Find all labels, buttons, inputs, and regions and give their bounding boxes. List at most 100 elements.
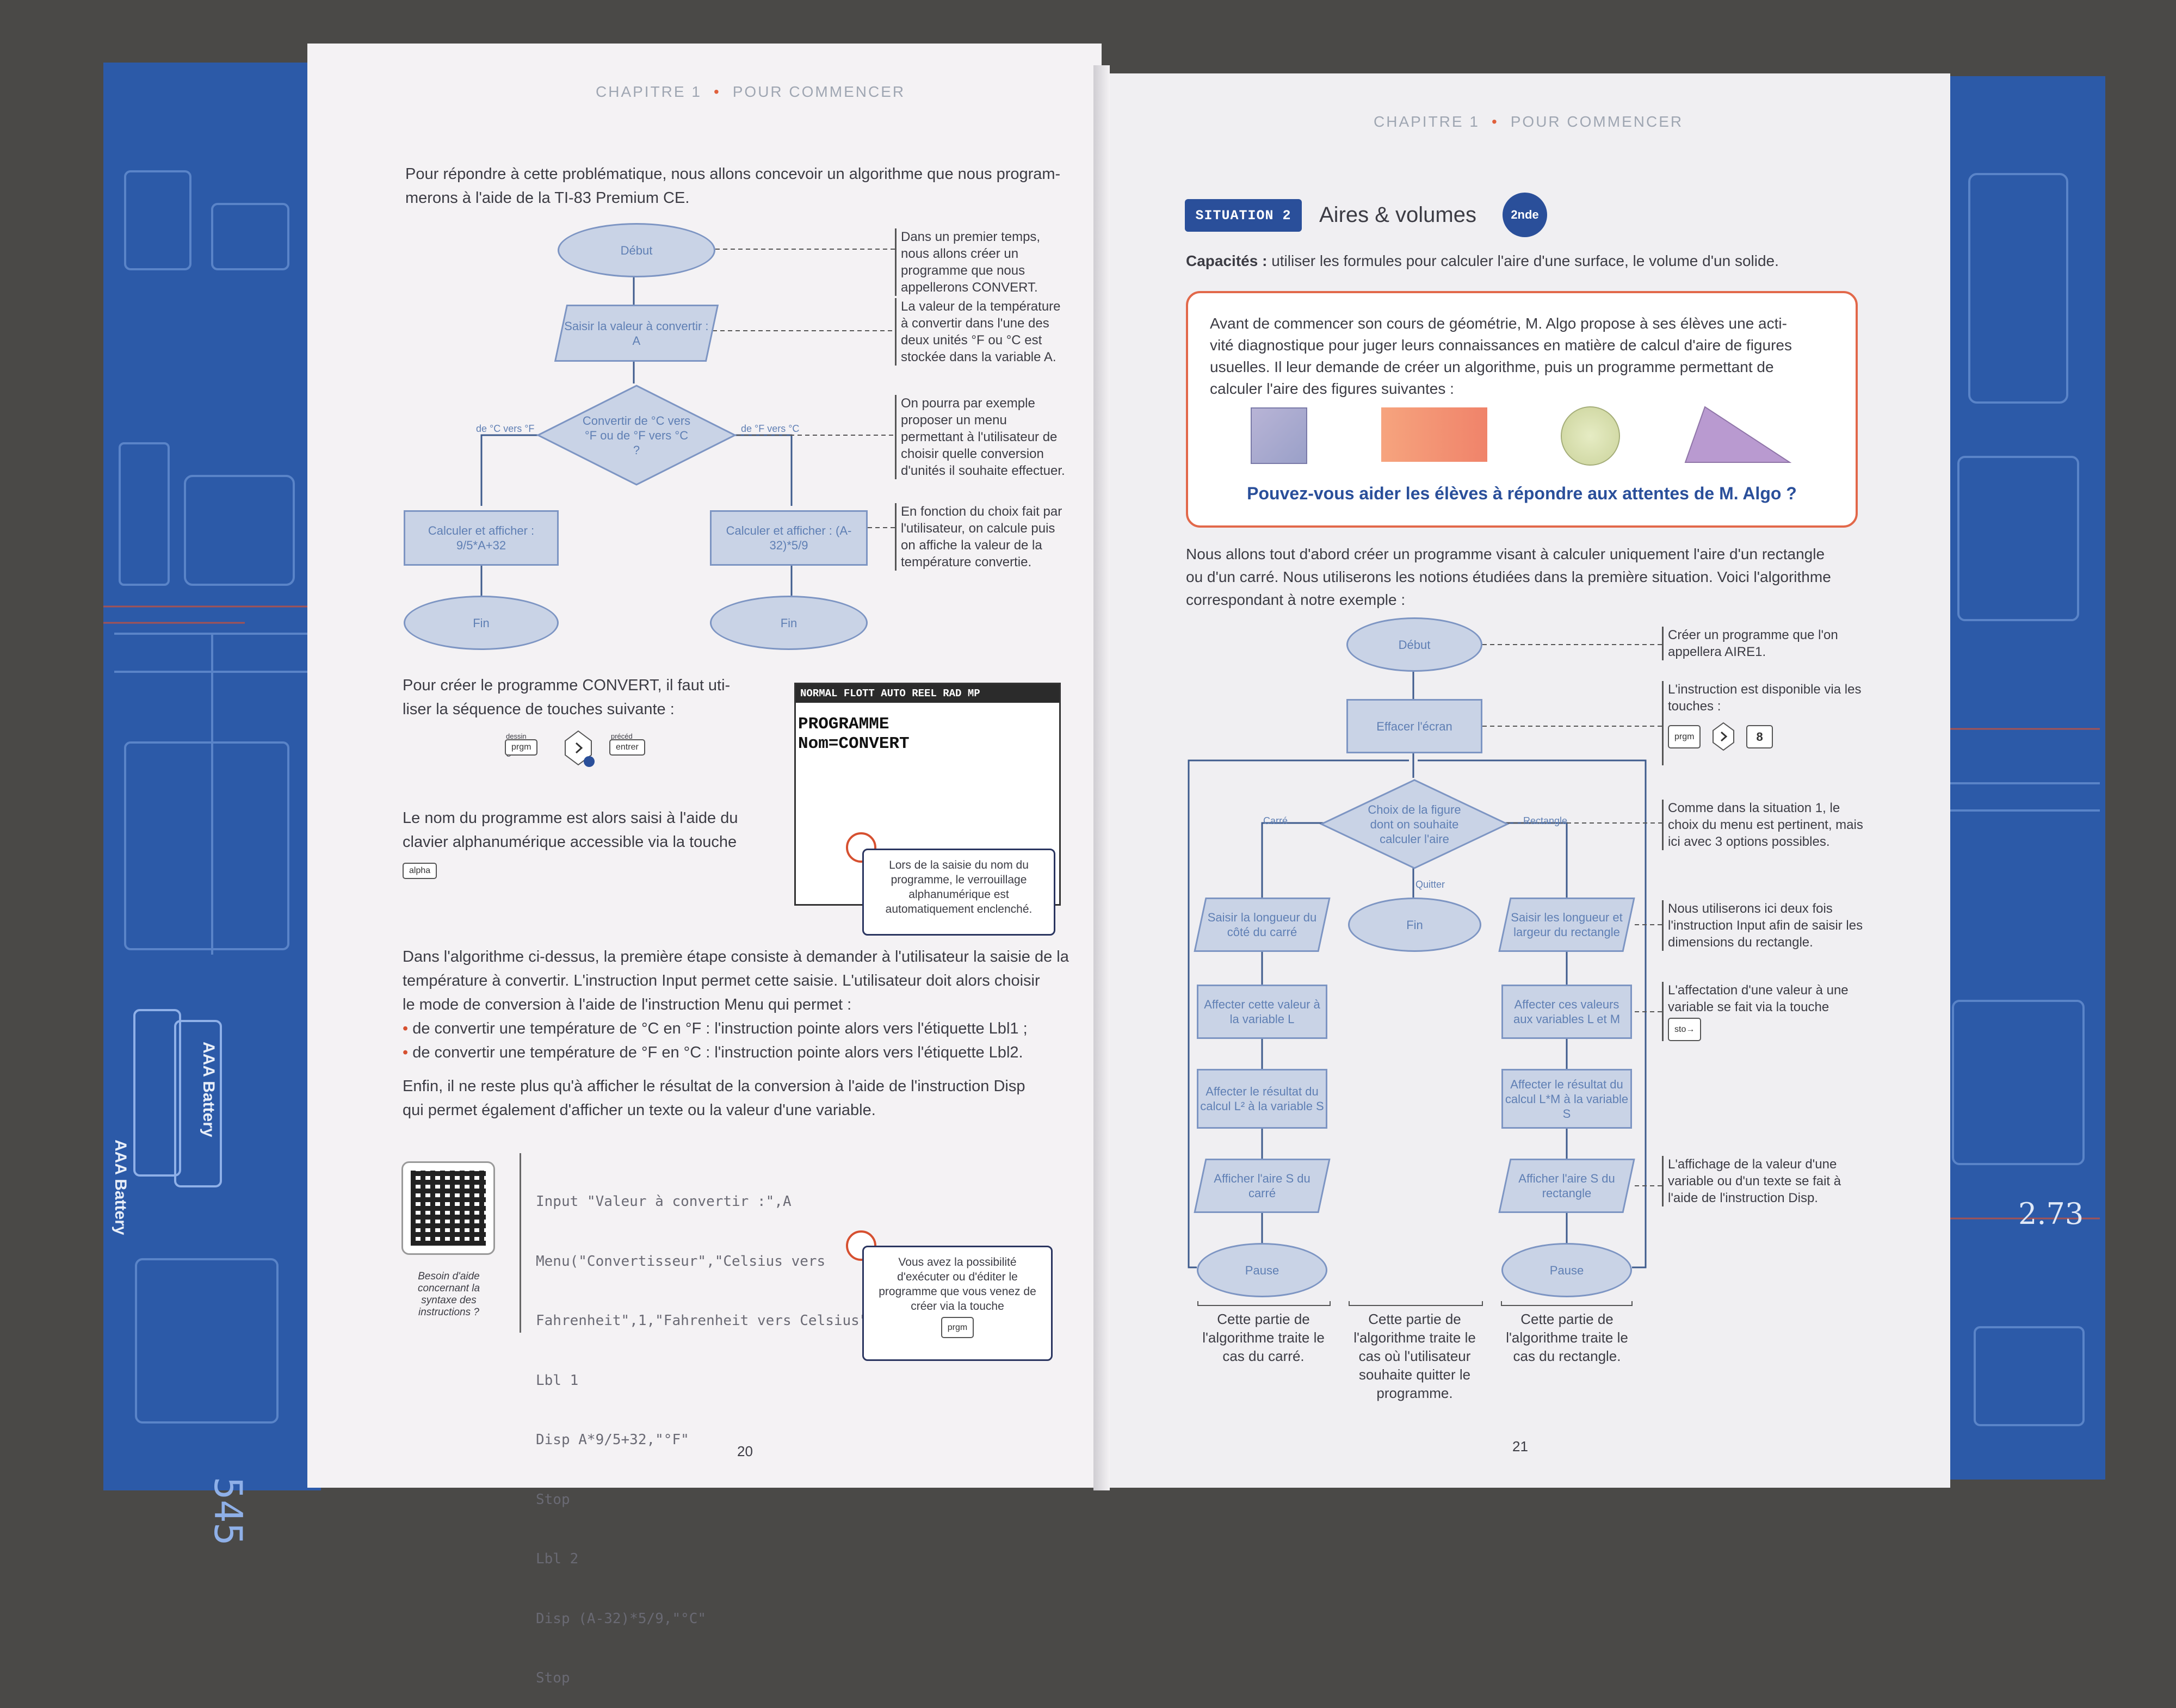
flow-calc-left: Calculer et afficher : 9/5*A+32 [404,510,559,566]
left-cover: AAA Battery AAA Battery 545 [103,63,321,1545]
prgm-key[interactable]: prgm [505,739,538,756]
code-line: Stop [536,1491,570,1508]
annotation: L'affichage de la valeur d'une variable … [1662,1156,1863,1206]
flowchart-connectors [480,249,895,596]
circuit-pattern-right [1937,173,2100,1426]
annotation: On pourra par exemple proposer un menu p… [895,395,1069,479]
battery-outline [133,1009,181,1177]
entrer-key[interactable]: entrer [609,739,645,756]
problem-question: Pouvez-vous aider les élèves à répondre … [1247,484,1797,503]
code-line: Disp (A-32)*5/9,"°C" [536,1610,707,1627]
square-shape [1251,407,1307,464]
level-badge: 2nde [1503,193,1547,237]
right-arrow-key-icon[interactable] [1711,721,1735,752]
flowchart-connectors [1188,644,1662,1306]
caption-square: Cette partie de l'algorithme traite le c… [1202,1311,1325,1364]
flow-start: Début [558,223,715,277]
code-line: Stop [536,1670,570,1686]
problem-box: Avant de commencer son cours de géométri… [1186,291,1858,528]
code-line: Disp A*9/5+32,"°F" [536,1432,689,1448]
sto-key[interactable]: sto→ [1668,1018,1702,1041]
branch-label: Quitter [1415,879,1445,890]
flow-decision-shape [1319,779,1510,869]
code-line: Lbl 2 [536,1551,579,1567]
text-line: le mode de conversion à l'aide de l'inst… [403,996,852,1013]
circuit-pattern-left [103,170,321,1424]
text-line: Nous allons tout d'abord créer un progra… [1186,546,1825,562]
text-line: merons à l'aide de la TI-83 Premium CE. [405,189,690,207]
right-cover: 2.73 [1937,76,2105,1480]
branch-label: de °C vers °F [476,423,535,434]
branch-label: Carré [1263,815,1288,826]
annotation: Dans un premier temps, nous allons créer… [895,228,1069,296]
text-line: Avant de commencer son cours de géométri… [1210,315,1787,332]
branch-label: Rectangle [1523,815,1568,826]
page-number: 21 [1512,1438,1528,1455]
qr-code-icon [411,1171,486,1246]
rectangle-shape [1381,407,1487,462]
running-head: CHAPITRE 1•POUR COMMENCER [1374,113,1684,130]
eight-key[interactable]: 8 [1746,725,1773,748]
text-line: température à convertir. L'instruction I… [403,972,1040,989]
flow-square-pause: Pause [1197,1243,1327,1297]
text-line: correspondant à notre exemple : [1186,591,1406,608]
prgm-key[interactable]: prgm [1668,725,1701,748]
capacites-text: utiliser les formules pour calculer l'ai… [1271,252,1779,269]
body-paragraph: Dans l'algorithme ci-dessus, la première… [403,945,1077,1065]
flow-calc-right: Calculer et afficher : (A-32)*5/9 [710,510,868,566]
alpha-key[interactable]: alpha [403,863,437,879]
final-paragraph: Enfin, il ne reste plus qu'à afficher le… [403,1074,1077,1122]
annotation: Comme dans la situation 1, le choix du m… [1662,800,1863,850]
caption-quit: Cette partie de l'algorithme traite le c… [1353,1311,1476,1401]
text-line: Enfin, il ne reste plus qu'à afficher le… [403,1078,1025,1095]
text-line: liser la séquence de touches suivante : [403,701,675,718]
battery-label: AAA Battery [112,1140,129,1235]
qr-caption: Besoin d'aide concernant la syntaxe des … [417,1271,480,1318]
right-arrow-key-icon[interactable] [562,729,595,767]
branch-label: de °F vers °C [741,423,800,434]
code-listing: Input "Valeur à convertir :",A Menu("Con… [536,1152,893,1708]
text-line: qui permet également d'afficher un texte… [403,1101,876,1119]
screen-line: Nom=CONVERT [798,734,910,753]
triangle-shape [1684,406,1792,463]
annotation: L'affectation d'une valeur à une variabl… [1662,982,1863,1041]
calculator-screen: NORMAL FLOTT AUTO REEL RAD MP PROGRAMME … [794,683,1061,906]
flow-rect-input: Saisir les longueur et largeur du rectan… [1498,898,1635,952]
flow-square-calc: Affecter le résultat du calcul L² à la v… [1197,1069,1327,1129]
running-head: CHAPITRE 1•POUR COMMENCER [596,83,906,100]
text-line: calculer l'aire des figures suivantes : [1210,380,1454,397]
screen-status-bar: NORMAL FLOTT AUTO REEL RAD MP [796,684,1059,703]
flow-end-right: Fin [710,596,868,650]
page-number: 20 [737,1443,753,1459]
prgm-key[interactable]: prgm [941,1317,974,1338]
flow-decision-shape [536,385,737,486]
text-line: Dans l'algorithme ci-dessus, la première… [403,948,1069,966]
screen-line: PROGRAMME [798,715,889,734]
problem-text: Avant de commencer son cours de géométri… [1210,313,1841,400]
flow-rect-display: Afficher l'aire S du rectangle [1498,1159,1635,1213]
flow-square-assign: Affecter cette valeur à la variable L [1197,985,1327,1039]
code-line: Fahrenheit",1,"Fahrenheit vers Celsius",… [536,1313,894,1329]
running-head-section: POUR COMMENCER [732,83,906,100]
code-note-callout: Vous avez la possibilité d'exécuter ou d… [862,1246,1053,1361]
battery-label: AAA Battery [200,1042,218,1137]
flow-decision: Convertir de °C vers °F ou de °F vers °C… [582,413,691,457]
text-line: Pour créer le programme CONVERT, il faut… [403,677,731,694]
circle-shape [1561,406,1620,466]
cover-number: 2.73 [2018,1197,2084,1231]
running-head-section: POUR COMMENCER [1510,113,1684,130]
annotation: L'instruction est disponible via les tou… [1662,681,1863,765]
capacites-label: Capacités : [1186,252,1268,269]
text-line: ou d'un carré. Nous utiliserons les noti… [1186,568,1831,585]
capacites: Capacités : utiliser les formules pour c… [1186,249,1866,273]
code-rule [520,1153,521,1333]
text-line: vité diagnostique pour juger leurs conna… [1210,337,1792,354]
qr-code-frame[interactable] [401,1161,495,1255]
flow-rect-assign: Affecter ces valeurs aux variables L et … [1501,985,1632,1039]
screen-note-callout: Lors de la saisie du nom du programme, l… [862,849,1055,936]
annotation: Créer un programme que l'on appellera AI… [1662,627,1863,660]
flow-end-left: Fin [404,596,559,650]
bullet-item: • de convertir une température de °F en … [403,1044,1023,1061]
battery-outline [174,1020,222,1187]
create-paragraph: Pour créer le programme CONVERT, il faut… [403,673,762,721]
